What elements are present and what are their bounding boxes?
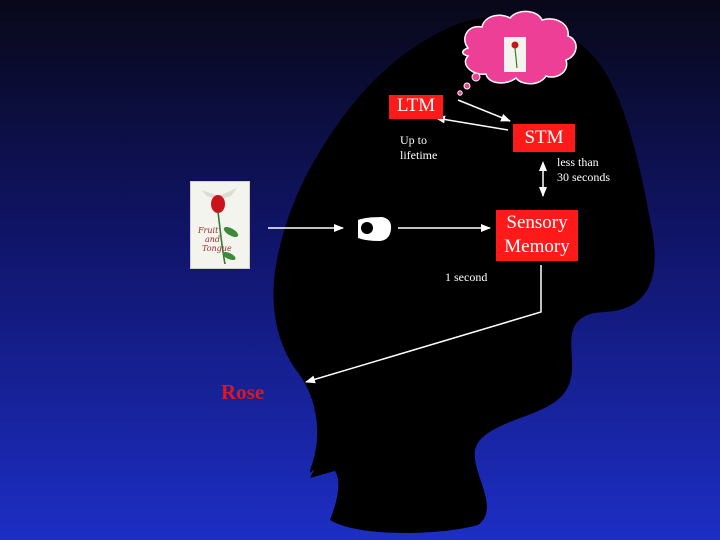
sensory-memory-box: Sensory Memory xyxy=(496,210,578,261)
ltm-box: LTM xyxy=(389,95,443,119)
ribbon-icon xyxy=(201,188,237,200)
rose-bloom-icon xyxy=(211,195,225,213)
ltm-duration-line1: Up to xyxy=(400,133,427,147)
book-title-line3: Tongue xyxy=(202,244,232,253)
thought-book-stem xyxy=(514,47,518,69)
arrow-ltm-to-stm xyxy=(457,99,511,122)
head-chin-notch xyxy=(310,448,338,478)
book-title-line2: and xyxy=(205,235,221,244)
ltm-duration: Up to lifetime xyxy=(400,133,437,163)
book-title-line1: Fruit xyxy=(198,226,219,235)
thought-book-rose-icon xyxy=(511,41,519,49)
rose-leaf-icon xyxy=(223,226,239,238)
book-title: Fruit and Tongue xyxy=(198,226,232,253)
stm-box: STM xyxy=(513,124,575,152)
thought-dot-small xyxy=(457,90,463,96)
rose-leaf-icon xyxy=(222,251,236,261)
ltm-duration-line2: lifetime xyxy=(400,148,438,162)
stm-label: STM xyxy=(524,127,564,148)
stm-duration: less than 30 seconds xyxy=(557,155,610,185)
stm-duration-line1: less than xyxy=(557,155,599,169)
rose-output-word: Rose xyxy=(221,380,265,404)
sensory-label-line1: Sensory xyxy=(506,212,568,233)
eye-icon xyxy=(358,217,392,241)
rose-stem xyxy=(217,211,226,265)
ltm-label: LTM xyxy=(396,95,436,116)
arrow-stm-to-ltm xyxy=(435,115,509,131)
stimulus-book-card: Fruit and Tongue xyxy=(190,181,250,269)
sensory-duration: 1 second xyxy=(445,270,488,284)
rose-illustration xyxy=(201,188,239,265)
thought-dot-large xyxy=(471,72,481,82)
thought-dot-medium xyxy=(463,82,471,90)
stm-duration-line2: 30 seconds xyxy=(557,170,610,184)
thought-book-card xyxy=(504,37,526,72)
sensory-label-line2: Memory xyxy=(504,236,570,257)
arrow-sensory-to-rose xyxy=(305,265,542,384)
